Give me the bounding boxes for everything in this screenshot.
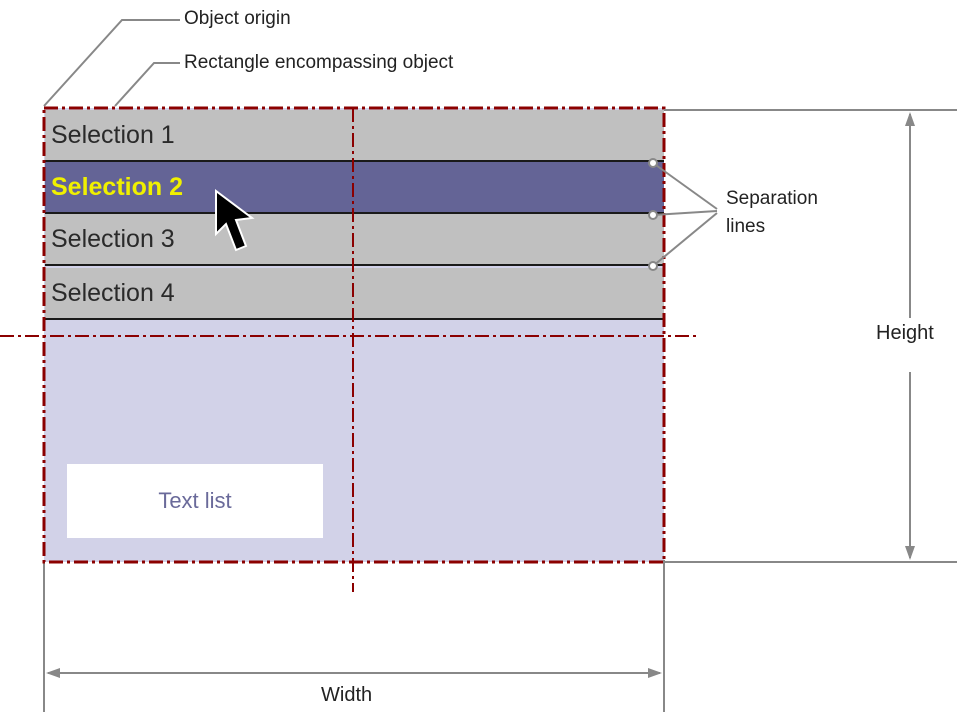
separation-point-1 [648, 158, 658, 168]
separation-point-2 [648, 210, 658, 220]
height-label: Height [876, 322, 934, 345]
object-origin-callout: Object origin [184, 8, 291, 29]
width-arrow-left [46, 668, 60, 678]
list-item-selection-3[interactable]: Selection 3 [45, 214, 664, 266]
list-item-label: Selection 1 [51, 121, 175, 149]
width-label: Width [321, 684, 373, 706]
object-origin-leader [43, 19, 180, 107]
separation-leader-1 [652, 162, 718, 210]
list-item-label: Selection 4 [51, 279, 175, 307]
mouse-cursor-icon [215, 189, 255, 252]
separation-lines-callout-line2: lines [726, 216, 766, 237]
rectangle-leader [114, 62, 180, 107]
list-item-selection-4[interactable]: Selection 4 [45, 268, 664, 320]
height-arrow-top [905, 112, 915, 126]
separation-leader-2 [652, 210, 718, 216]
list-item-label: Selection 3 [51, 225, 175, 253]
separation-point-3 [648, 261, 658, 271]
separation-leader-3 [652, 212, 718, 267]
text-list-label-box: Text list [67, 464, 323, 538]
list-item-selection-1[interactable]: Selection 1 [45, 110, 664, 162]
text-list-label: Text list [158, 488, 232, 513]
list-item-label: Selection 2 [51, 173, 183, 201]
rectangle-callout: Rectangle encompassing object [184, 52, 454, 73]
height-arrow-bottom [905, 546, 915, 560]
width-arrow-right [648, 668, 662, 678]
list-item-selection-2-selected[interactable]: Selection 2 [45, 162, 664, 214]
separation-lines-callout-line1: Separation [726, 188, 818, 209]
